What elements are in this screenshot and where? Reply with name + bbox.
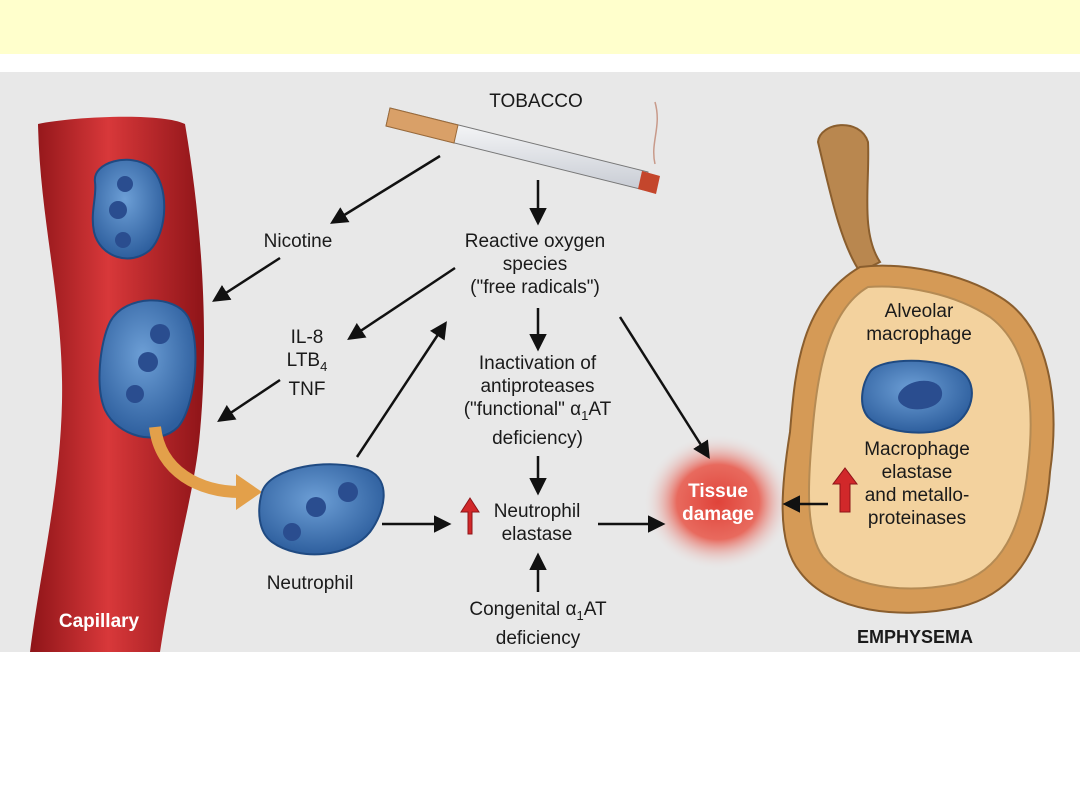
inactivation-line-4: deficiency) bbox=[492, 427, 583, 449]
congenital-line-1: Congenital α1AT bbox=[469, 599, 607, 623]
ros-label: Reactive oxygen species ("free radicals"… bbox=[430, 230, 640, 299]
diagram-panel: TOBACCO Nicotine Reactive oxygen species… bbox=[0, 72, 1080, 652]
emphysema-alveolus bbox=[781, 124, 1055, 614]
neutrophil-cell-icon bbox=[91, 158, 166, 260]
alveolar-macrophage-label: Alveolar macrophage bbox=[854, 300, 984, 346]
tissue-damage-line-2: damage bbox=[682, 504, 754, 525]
tissue-damage-line-1: Tissue bbox=[688, 481, 748, 502]
capillary-label: Capillary bbox=[58, 611, 140, 632]
inactivation-line-1: Inactivation of bbox=[478, 353, 597, 374]
neutrophil-elastase-label: Neutrophil elastase bbox=[482, 500, 592, 546]
macrophage-elastase-line-4: proteinases bbox=[867, 508, 967, 529]
diagram-graphics bbox=[30, 101, 1055, 652]
up-arrow-icon bbox=[460, 497, 480, 535]
cytokine-ltb4: LTB4 bbox=[286, 350, 328, 374]
macrophage-cell-icon bbox=[861, 359, 973, 434]
emphysema-label: EMPHYSEMA bbox=[856, 627, 973, 647]
congenital-line-2: deficiency bbox=[495, 627, 581, 649]
macrophage-elastase-line-3: and metallo- bbox=[864, 485, 970, 506]
macrophage-elastase-label: Macrophage elastase and metallo- protein… bbox=[852, 438, 982, 530]
neutrophil-elastase-line-1: Neutrophil bbox=[493, 501, 581, 522]
inactivation-line-3: ("functional" α1AT bbox=[463, 399, 612, 423]
tobacco-label: TOBACCO bbox=[489, 91, 583, 112]
macrophage-elastase-line-2: elastase bbox=[881, 462, 953, 483]
neutrophil-cell-icon bbox=[98, 299, 197, 439]
title-bar bbox=[0, 0, 1080, 54]
ros-line-1: Reactive oxygen bbox=[464, 231, 606, 252]
congenital-label: Congenital α1AT deficiency bbox=[438, 598, 638, 650]
cytokine-tnf: TNF bbox=[288, 378, 326, 400]
neutrophil-elastase-line-2: elastase bbox=[501, 524, 573, 545]
pathway-arrows bbox=[212, 154, 828, 592]
up-arrow-icon bbox=[832, 467, 858, 513]
ros-line-2: species bbox=[502, 254, 568, 275]
inactivation-label: Inactivation of antiproteases ("function… bbox=[430, 352, 645, 450]
alveolar-macrophage-line-2: macrophage bbox=[866, 324, 972, 345]
cigarette-icon bbox=[385, 101, 660, 194]
tissue-damage-glow bbox=[643, 434, 793, 570]
cytokines-label: IL-8 LTB4 TNF bbox=[262, 326, 352, 401]
nicotine-label: Nicotine bbox=[263, 231, 333, 252]
inactivation-line-2: antiproteases bbox=[480, 376, 595, 397]
neutrophil-cell-icon bbox=[258, 463, 385, 556]
neutrophil-label: Neutrophil bbox=[266, 573, 354, 594]
cytokine-il8: IL-8 bbox=[290, 327, 324, 348]
tissue-damage-label: Tissue damage bbox=[668, 480, 768, 526]
ros-line-3: ("free radicals") bbox=[470, 277, 600, 298]
alveolar-macrophage-line-1: Alveolar bbox=[884, 301, 954, 322]
macrophage-elastase-line-1: Macrophage bbox=[864, 439, 970, 460]
